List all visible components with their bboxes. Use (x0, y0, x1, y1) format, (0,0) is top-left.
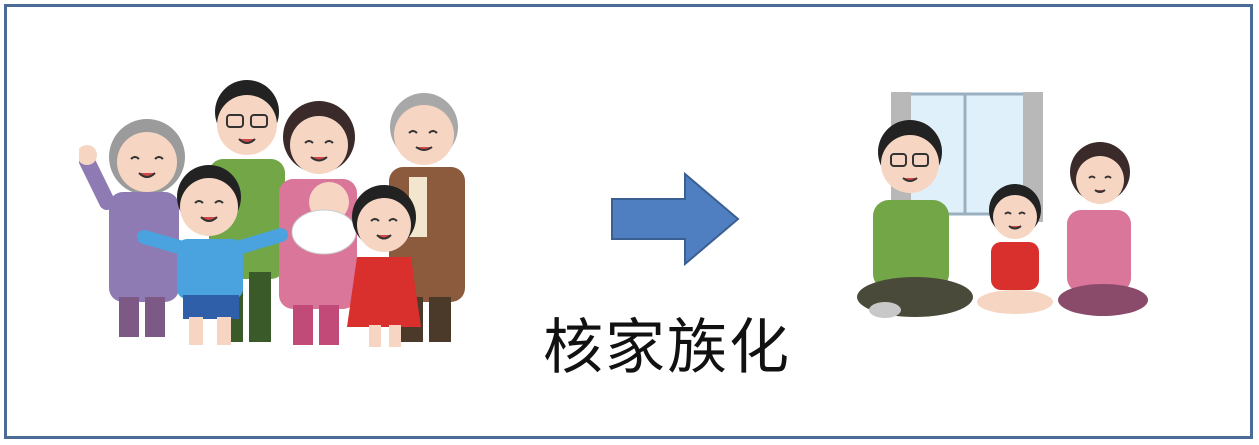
girl-sitting-figure (977, 184, 1053, 314)
grandmother-figure (79, 119, 185, 337)
father-sitting-figure (857, 120, 973, 318)
extended-family-illustration (79, 80, 465, 347)
right-arrow (611, 172, 740, 267)
boy-figure (137, 165, 288, 345)
diagram-frame: 核家族化 (4, 4, 1253, 439)
mother-figure (279, 101, 357, 345)
caption-text: 核家族化 (543, 313, 791, 383)
nuclear-family-illustration (857, 92, 1148, 318)
mother-sitting-figure (1058, 142, 1148, 316)
girl-figure (347, 185, 421, 347)
